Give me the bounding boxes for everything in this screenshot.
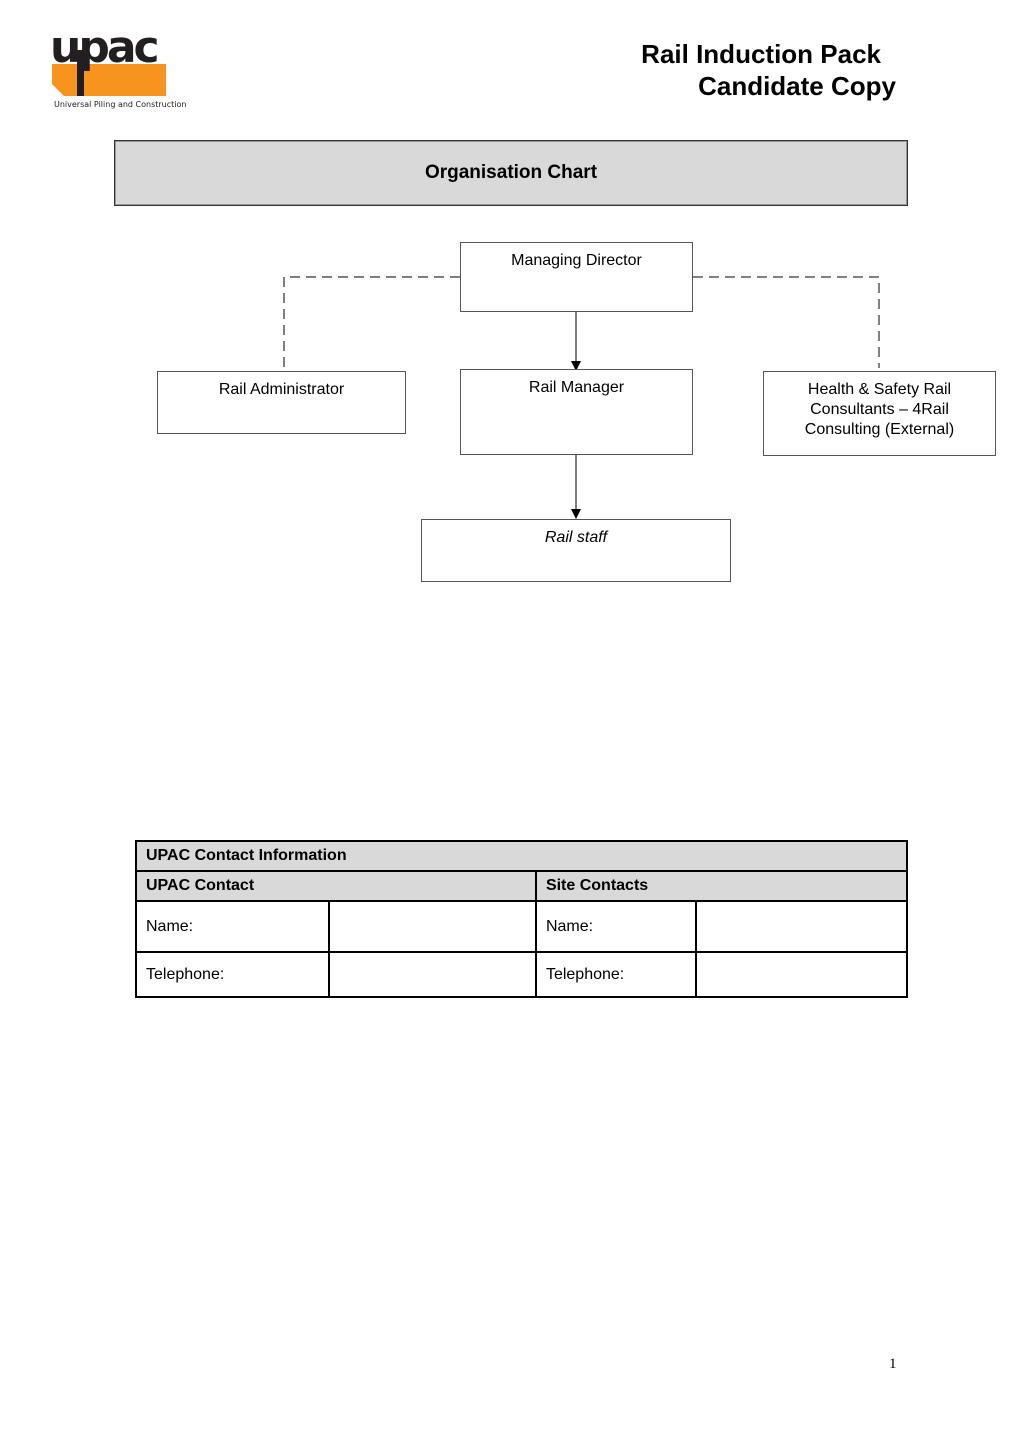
col-header-site-contacts: Site Contacts xyxy=(534,870,909,902)
org-box-rail-manager: Rail Manager xyxy=(460,369,693,455)
contact-info-table: UPAC Contact Information UPAC Contact Si… xyxy=(135,840,909,998)
col-header-upac-contact: UPAC Contact xyxy=(135,870,537,902)
title-line-2: Candidate Copy xyxy=(698,71,896,101)
org-label-rail-staff: Rail staff xyxy=(544,529,608,546)
org-label-health-safety: Health & Safety Rail Consultants – 4Rail… xyxy=(804,381,955,438)
arrowhead-rm-to-staff xyxy=(571,509,581,519)
dashed-link-right xyxy=(693,276,880,368)
org-box-rail-administrator: Rail Administrator xyxy=(157,371,406,434)
org-box-health-safety: Health & Safety Rail Consultants – 4Rail… xyxy=(763,371,996,456)
cell-label: Telephone: xyxy=(135,951,330,998)
cell-value-upac-telephone[interactable] xyxy=(327,951,537,998)
org-chart-connectors xyxy=(283,276,880,519)
org-box-managing-director: Managing Director xyxy=(460,242,693,312)
dashed-link-left xyxy=(283,276,460,368)
section-title: Organisation Chart xyxy=(424,162,598,183)
cell-value-site-name[interactable] xyxy=(694,900,909,953)
logo-tagline: Universal Piling and Construction xyxy=(54,100,187,109)
table-title: UPAC Contact Information xyxy=(135,840,908,872)
title-line-1: Rail Induction Pack xyxy=(641,39,881,69)
org-label-rail-manager: Rail Manager xyxy=(528,379,625,396)
org-box-rail-staff: Rail staff xyxy=(421,519,731,582)
arrowhead-md-to-rm xyxy=(571,361,581,371)
section-banner: Organisation Chart xyxy=(114,140,908,206)
table-header-row: UPAC Contact Site Contacts xyxy=(135,870,909,902)
table-title-row: UPAC Contact Information xyxy=(135,840,908,872)
org-label-managing-director: Managing Director xyxy=(511,252,642,269)
cell-value-site-telephone[interactable] xyxy=(694,951,909,998)
page-number: 1 xyxy=(889,1356,897,1372)
logo-wordmark: upac xyxy=(50,24,158,73)
table-row: Telephone: Telephone: xyxy=(135,951,909,998)
org-label-rail-administrator: Rail Administrator xyxy=(218,381,345,398)
cell-value-upac-name[interactable] xyxy=(327,900,537,953)
cell-label: Name: xyxy=(135,900,330,953)
table-row: Name: Name: xyxy=(135,900,909,953)
document-title: Rail Induction Pack Candidate Copy xyxy=(641,38,896,102)
cell-label: Telephone: xyxy=(534,951,697,998)
cell-label: Name: xyxy=(534,900,697,953)
upac-logo-graphic: upac xyxy=(50,22,166,96)
upac-logo: upac Universal Piling and Construction xyxy=(50,22,186,114)
